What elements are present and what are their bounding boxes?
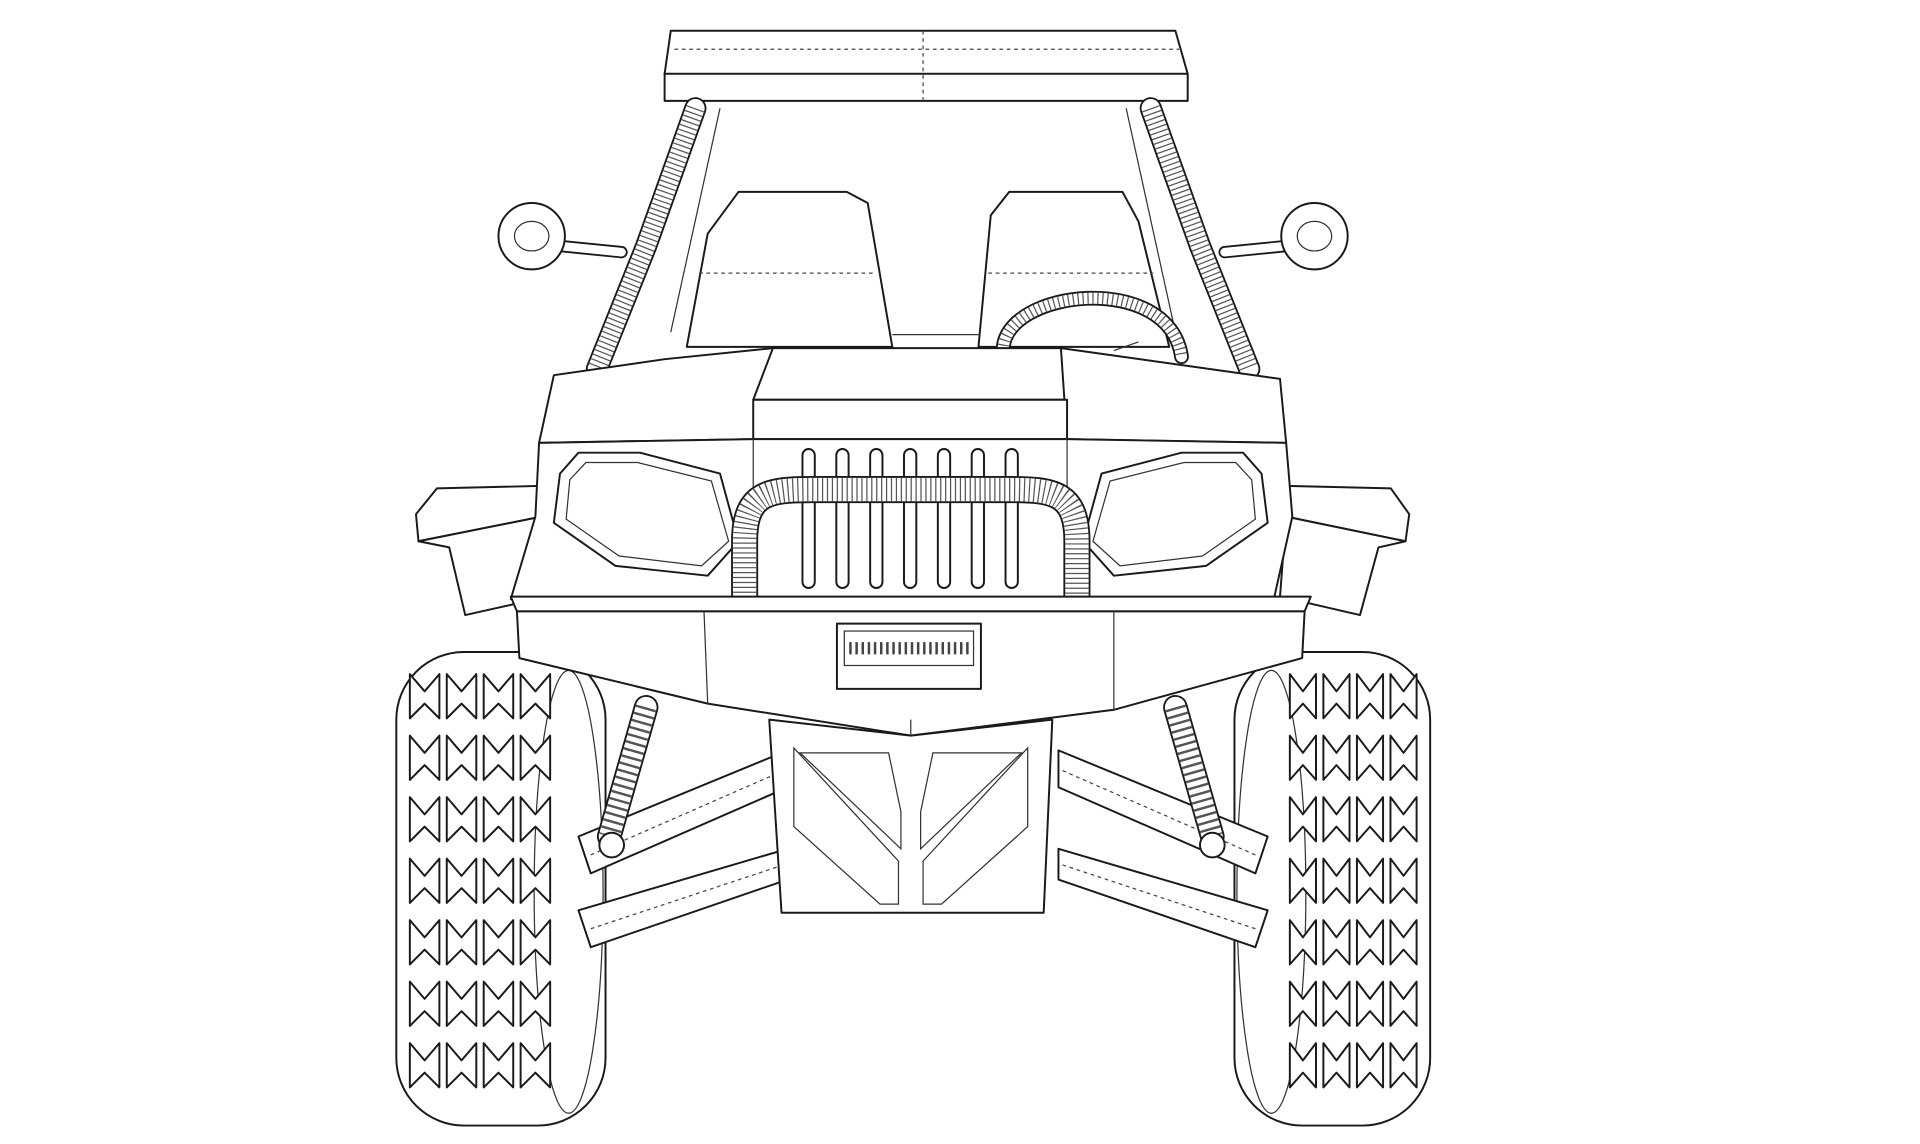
tread-block bbox=[1322, 919, 1351, 966]
tread-block bbox=[445, 673, 478, 720]
tread-block bbox=[1355, 857, 1385, 904]
tread-block bbox=[445, 734, 478, 781]
tread-block bbox=[408, 673, 441, 720]
tread-block bbox=[1288, 857, 1317, 904]
bull-bar bbox=[731, 476, 1091, 617]
headlights bbox=[552, 451, 1269, 577]
tread-block bbox=[519, 673, 552, 720]
tread-block bbox=[482, 1042, 515, 1089]
tread-block bbox=[519, 796, 552, 843]
tread-block bbox=[1355, 796, 1385, 843]
grille-slot bbox=[936, 448, 952, 589]
tread-block bbox=[408, 919, 441, 966]
tread-block bbox=[445, 980, 478, 1027]
grille-slot bbox=[835, 448, 850, 589]
tread-block bbox=[1389, 796, 1418, 843]
tread-block bbox=[408, 796, 441, 843]
tread-block bbox=[1355, 1042, 1385, 1089]
tread-block bbox=[482, 734, 515, 781]
tread-block bbox=[1322, 1042, 1351, 1089]
tread-block bbox=[445, 1042, 478, 1089]
tread-block bbox=[1355, 673, 1385, 720]
grille-slot bbox=[801, 448, 816, 589]
tread-block bbox=[1389, 980, 1418, 1027]
tread-block bbox=[1288, 734, 1317, 781]
tread-block bbox=[445, 857, 478, 904]
license-plate-light bbox=[835, 622, 982, 690]
tread-block bbox=[482, 673, 515, 720]
tread-block bbox=[1322, 980, 1351, 1027]
grille-slot bbox=[903, 448, 918, 589]
grille-slot bbox=[970, 448, 985, 589]
roof bbox=[663, 29, 1189, 102]
tread-block bbox=[445, 796, 478, 843]
tread-block bbox=[1389, 1042, 1418, 1089]
side-mirrors bbox=[497, 201, 1349, 271]
tread-block bbox=[482, 857, 515, 904]
tread-block bbox=[1322, 673, 1351, 720]
seats bbox=[685, 190, 1171, 348]
tread-block bbox=[1288, 1042, 1317, 1089]
tread-block bbox=[408, 1042, 441, 1089]
hood bbox=[538, 347, 1288, 444]
left-front-tire bbox=[395, 650, 607, 1127]
suspension bbox=[577, 695, 1269, 949]
tread-block bbox=[1389, 857, 1418, 904]
tread-block bbox=[519, 980, 552, 1027]
tread-block bbox=[1288, 980, 1317, 1027]
tread-block bbox=[408, 857, 441, 904]
tread-block bbox=[1288, 673, 1317, 720]
tread-block bbox=[1355, 734, 1385, 781]
tread-block bbox=[519, 734, 552, 781]
tread-block bbox=[482, 980, 515, 1027]
tread-block bbox=[445, 919, 478, 966]
tread-block bbox=[519, 919, 552, 966]
tread-block bbox=[1288, 796, 1317, 843]
tread-block bbox=[519, 857, 552, 904]
tread-block bbox=[1322, 796, 1351, 843]
tread-block bbox=[408, 734, 441, 781]
steering-wheel bbox=[995, 290, 1189, 365]
tread-block bbox=[1322, 857, 1351, 904]
tread-block bbox=[408, 980, 441, 1027]
grille-slot bbox=[1004, 448, 1019, 589]
front-bumper bbox=[509, 595, 1312, 737]
right-front-tire bbox=[1233, 650, 1432, 1127]
tread-block bbox=[1355, 980, 1385, 1027]
skid-plate bbox=[768, 718, 1054, 914]
tread-block bbox=[1389, 734, 1418, 781]
tread-block bbox=[1322, 734, 1351, 781]
roll-cage bbox=[585, 97, 1261, 381]
tread-block bbox=[519, 1042, 552, 1089]
tread-block bbox=[1355, 919, 1385, 966]
tires bbox=[395, 650, 1432, 1127]
tread-block bbox=[1288, 919, 1317, 966]
tread-block bbox=[482, 919, 515, 966]
tread-block bbox=[1389, 673, 1418, 720]
grille-slot bbox=[869, 448, 884, 589]
vehicle bbox=[395, 29, 1432, 1127]
tread-block bbox=[482, 796, 515, 843]
tread-block bbox=[1389, 919, 1418, 966]
